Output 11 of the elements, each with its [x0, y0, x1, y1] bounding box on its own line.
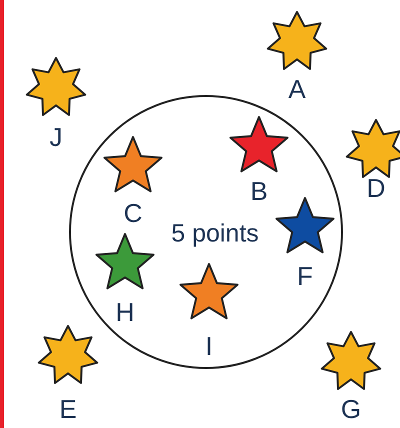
star-label: B — [250, 178, 268, 204]
region-label: 5 points — [171, 220, 259, 248]
star-label: E — [59, 396, 77, 422]
star-label: G — [340, 396, 362, 422]
star-label: F — [297, 263, 313, 289]
star-label: A — [288, 76, 306, 102]
star-label: C — [124, 200, 142, 226]
star-label: I — [205, 333, 213, 359]
star-label: H — [116, 299, 134, 325]
star-label: J — [50, 124, 62, 150]
star-label: D — [366, 175, 386, 201]
